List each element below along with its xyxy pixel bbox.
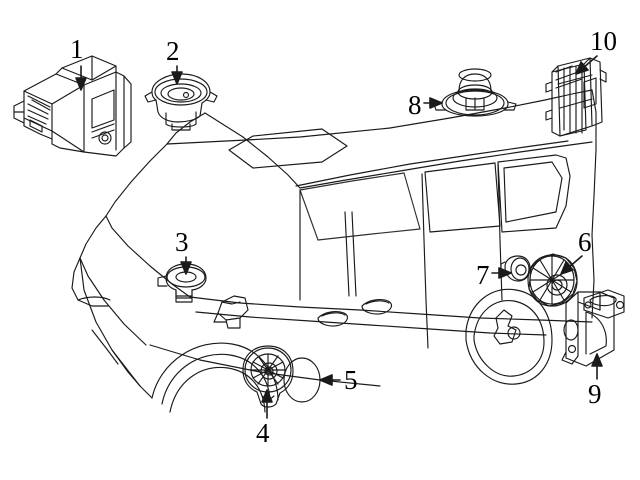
vehicle-body-outline bbox=[71, 89, 597, 413]
part-stereo-component-amplifier bbox=[545, 57, 607, 137]
part-front-door-speaker bbox=[242, 345, 294, 408]
part-rear-quarter-speaker bbox=[527, 253, 578, 307]
part-amplifier-mounting-bracket bbox=[561, 289, 625, 367]
part-roof-antenna-base bbox=[433, 68, 517, 117]
callout-label-4: 4 bbox=[256, 418, 270, 448]
callout-label-10: 10 bbox=[590, 26, 617, 56]
part-speaker-grommet-plug bbox=[500, 255, 531, 282]
callout-label-9: 9 bbox=[588, 379, 602, 409]
callout-label-3: 3 bbox=[175, 227, 189, 257]
part-speaker-grille-cover bbox=[283, 357, 321, 403]
callout-label-8: 8 bbox=[408, 90, 422, 120]
callout-label-5: 5 bbox=[344, 365, 358, 395]
callout-label-7: 7 bbox=[476, 260, 490, 290]
callout-leaders bbox=[75, 55, 603, 419]
part-tweeter-speaker bbox=[157, 263, 207, 303]
callout-label-6: 6 bbox=[578, 227, 592, 257]
callout-label-1: 1 bbox=[70, 34, 84, 64]
part-dash-speaker-assembly bbox=[144, 73, 218, 131]
part-radio-receiver-head-unit bbox=[13, 55, 132, 157]
callout-label-2: 2 bbox=[166, 36, 180, 66]
